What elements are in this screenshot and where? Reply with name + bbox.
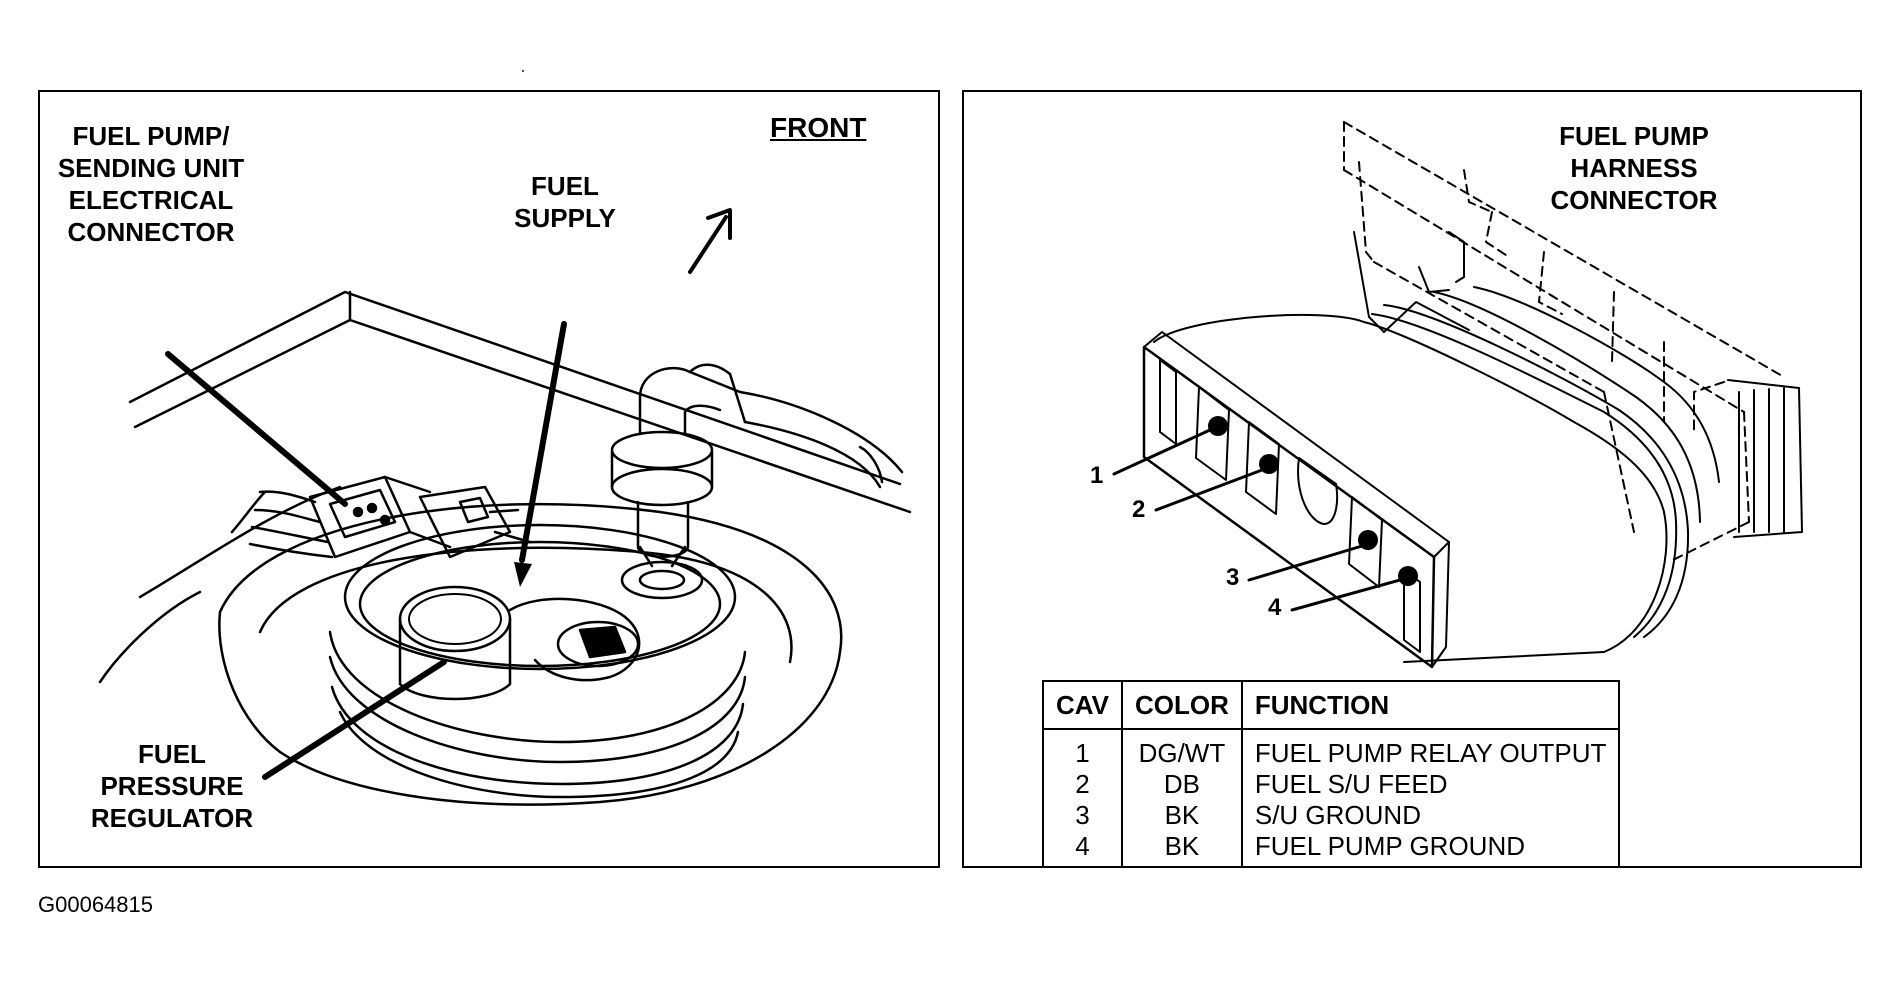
function-cell: FUEL PUMP RELAY OUTPUT (1240, 729, 1621, 769)
harness-connector-label: FUEL PUMP HARNESS CONNECTOR (1534, 120, 1734, 216)
harness-label-line-1: FUEL PUMP (1559, 121, 1709, 151)
pin-label-3: 3 (1226, 564, 1240, 591)
pinout-table: CAV COLOR FUNCTION 1 DG/WT FUEL PUMP REL… (1042, 680, 1621, 868)
fuel-pump-module-panel: FUEL PUMP/ SENDING UNIT ELECTRICAL CONNE… (38, 90, 940, 868)
supply-label-line-1: FUEL (531, 171, 599, 201)
regulator-label-line-1: FUEL (138, 739, 206, 769)
harness-connector-drawing (1112, 121, 1803, 669)
color-cell: DG/WT (1120, 729, 1243, 769)
front-direction-label: FRONT (770, 112, 867, 143)
harness-label-line-2: HARNESS (1570, 153, 1698, 183)
figure-id: G00064815 (38, 892, 153, 917)
cav-cell: 4 (1042, 831, 1123, 868)
function-cell: FUEL S/U FEED (1240, 769, 1621, 800)
pin-label-1: 1 (1090, 462, 1104, 489)
table-row: 1 DG/WT FUEL PUMP RELAY OUTPUT (1042, 729, 1621, 769)
color-cell: BK (1120, 800, 1243, 831)
harness-connector-panel: FUEL PUMP HARNESS CONNECTOR 1 2 3 4 CAV … (962, 90, 1862, 868)
connector-label-line-4: CONNECTOR (67, 217, 235, 247)
supply-label-line-2: SUPPLY (514, 203, 616, 233)
table-row: 3 BK S/U GROUND (1042, 800, 1621, 831)
regulator-label-line-2: PRESSURE (100, 771, 244, 801)
pinout-table-header: CAV COLOR FUNCTION (1042, 680, 1621, 730)
connector-callout-label: FUEL PUMP/ SENDING UNIT ELECTRICAL CONNE… (44, 120, 258, 248)
connector-label-line-1: FUEL PUMP/ (72, 121, 230, 151)
cav-cell: 1 (1042, 729, 1123, 769)
table-row: 4 BK FUEL PUMP GROUND (1042, 831, 1621, 868)
function-cell: S/U GROUND (1240, 800, 1621, 831)
regulator-callout-label: FUEL PRESSURE REGULATOR (82, 738, 262, 834)
function-cell: FUEL PUMP GROUND (1240, 831, 1621, 868)
connector-label-line-3: ELECTRICAL (68, 185, 234, 215)
harness-label-line-3: CONNECTOR (1550, 185, 1718, 215)
regulator-label-line-3: REGULATOR (90, 803, 254, 833)
color-cell: BK (1120, 831, 1243, 868)
cav-cell: 3 (1042, 800, 1123, 831)
color-cell: DB (1120, 769, 1243, 800)
scan-speck (522, 70, 524, 72)
pin-2-dot (1259, 454, 1279, 474)
pin-1-dot (1208, 416, 1228, 436)
connector-label-line-2: SENDING UNIT (57, 153, 245, 183)
fuel-pump-module-drawing (98, 208, 912, 806)
cav-cell: 2 (1042, 769, 1123, 800)
fuel-supply-callout-label: FUEL SUPPLY (505, 170, 625, 234)
pin-4-dot (1398, 566, 1418, 586)
table-row: 2 DB FUEL S/U FEED (1042, 769, 1621, 800)
pin-label-4: 4 (1268, 594, 1282, 621)
header-color: COLOR (1120, 680, 1243, 730)
header-cav: CAV (1042, 680, 1123, 730)
pin-label-2: 2 (1132, 496, 1146, 523)
header-function: FUNCTION (1240, 680, 1621, 730)
